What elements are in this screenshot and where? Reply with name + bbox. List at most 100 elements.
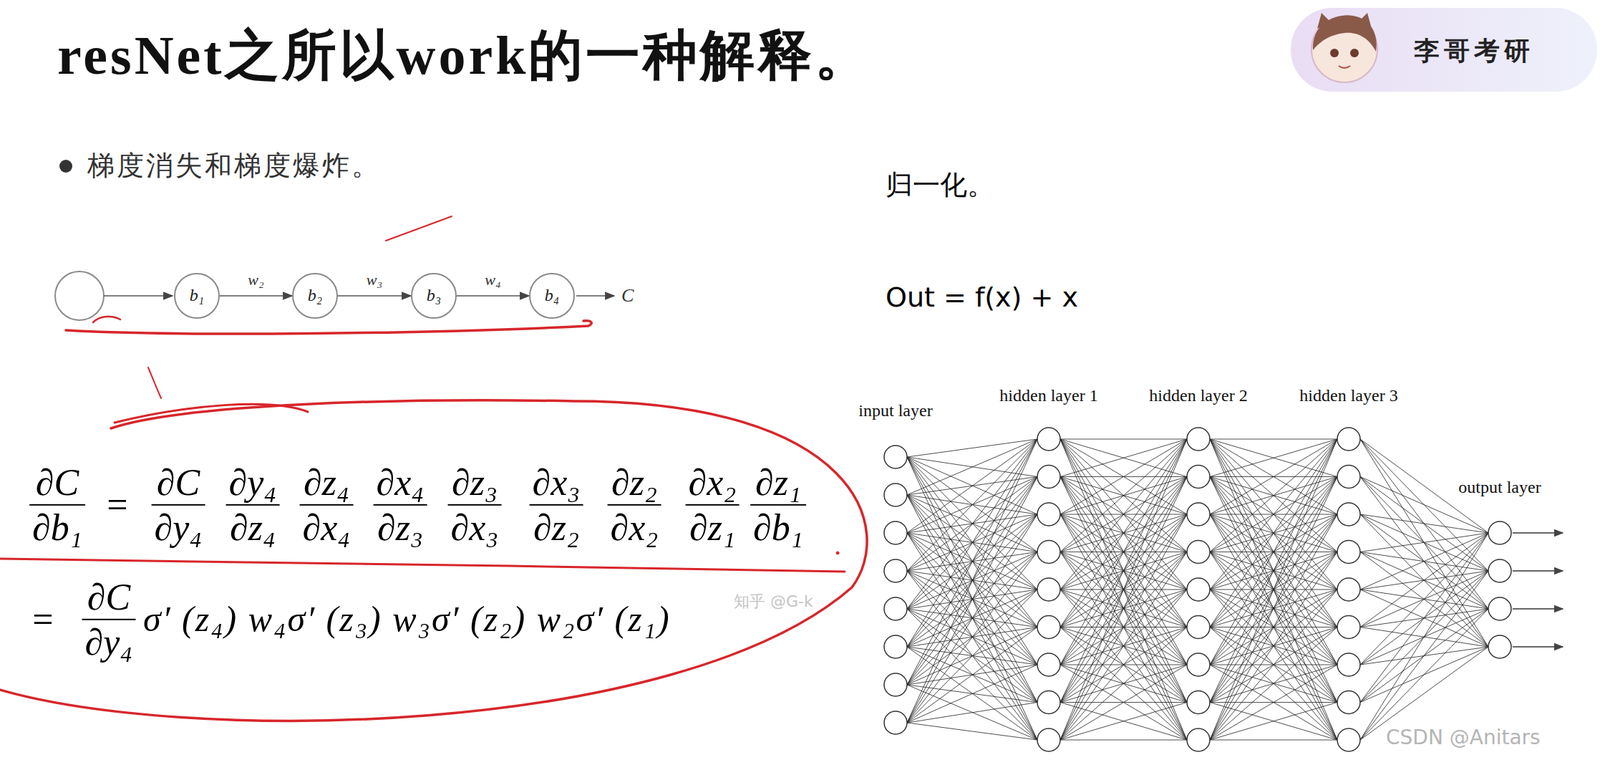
connection-line: [1060, 627, 1187, 741]
slide-title: resNet之所以work的一种解释。: [57, 24, 872, 87]
connection-line: [1060, 438, 1187, 515]
connection-line: [1360, 551, 1489, 648]
badge-pill: [1290, 7, 1598, 92]
connection-line: [1360, 570, 1489, 740]
connection-line: [907, 664, 1038, 723]
connection-line: [1209, 551, 1338, 741]
fraction: ∂C∂y₄: [151, 461, 206, 548]
neuron: [884, 672, 908, 696]
neuron: [1488, 521, 1512, 545]
fraction: ∂z₁∂b₁: [750, 461, 807, 548]
connection-line: [1060, 438, 1187, 440]
connection-line: [1360, 532, 1489, 590]
denominator: ∂z₃: [374, 506, 426, 548]
fraction-bar: [226, 503, 280, 506]
neuron: [884, 445, 908, 469]
watermark: 知乎 @G-k: [733, 592, 814, 610]
badge-text: 李哥考研: [1413, 35, 1535, 66]
bias-node: b₂: [292, 272, 338, 319]
connection-line: [1209, 438, 1338, 440]
connection-line: [1360, 514, 1489, 571]
neuron: [1186, 577, 1210, 601]
neuron: [1037, 577, 1061, 601]
layer-label: hidden layer 3: [1299, 385, 1398, 406]
neuron: [1337, 690, 1361, 714]
connection-line: [907, 438, 1038, 609]
denominator: ∂x₃: [448, 506, 502, 548]
connection-line: [907, 438, 1038, 647]
numerator: ∂C: [32, 461, 82, 503]
numerator: ∂y₄: [226, 461, 280, 503]
connection-line: [1209, 438, 1338, 590]
fraction-bar: [299, 503, 354, 506]
neuron: [1037, 652, 1061, 676]
connection-line: [1360, 438, 1489, 571]
weight-label: w₃: [366, 270, 383, 289]
connection-line: [1209, 514, 1338, 740]
denominator: ∂b₁: [29, 506, 86, 548]
connection-line: [907, 456, 1038, 628]
fraction-bar: [529, 503, 584, 506]
connection-line: [907, 608, 1038, 740]
neuron: [884, 521, 908, 545]
connection-line: [1060, 438, 1187, 552]
neuron: [1337, 465, 1361, 489]
connection-line: [1209, 627, 1338, 741]
connection-line: [1209, 438, 1338, 515]
neuron: [1037, 502, 1061, 526]
neuron: [1037, 540, 1061, 564]
connection-line: [1209, 514, 1338, 740]
connection-line: [907, 646, 1038, 740]
bias-node: b₁: [173, 272, 220, 319]
fraction-bar: [448, 503, 502, 506]
numerator: ∂x₃: [529, 461, 584, 503]
connection-line: [1060, 702, 1187, 741]
connection-line: [907, 570, 1038, 703]
connection-line: [1209, 476, 1338, 741]
connection-line: [1060, 438, 1187, 628]
numerator: ∂z₃: [448, 461, 501, 503]
output-arrow: [576, 294, 615, 297]
connection-line: [907, 438, 1038, 495]
bullet-text: 梯度消失和梯度爆炸。: [87, 150, 381, 182]
fraction: ∂x₃∂z₂: [529, 461, 584, 548]
connection-line: [1360, 532, 1489, 628]
connection-line: [1060, 438, 1187, 590]
connection-line: [1360, 514, 1489, 533]
neuron: [1337, 577, 1361, 601]
tick-stroke: [148, 367, 162, 399]
bias-node: b₄: [529, 272, 575, 319]
denominator: ∂y₄: [151, 506, 206, 548]
neuron: [1186, 615, 1210, 639]
connection-line: [1209, 589, 1338, 740]
red-annotations: [0, 216, 867, 721]
connection-line: [907, 438, 1038, 533]
denominator: ∂x₄: [299, 506, 354, 548]
connection-line: [1209, 589, 1338, 740]
connection-line: [1209, 664, 1338, 740]
neuron: [1337, 427, 1361, 451]
connection-line: [907, 551, 1038, 724]
connection-line: [1060, 702, 1187, 741]
connection-line: [1060, 438, 1187, 665]
connection-line: [907, 438, 1038, 723]
input-circle: [55, 271, 104, 320]
neuron: [1337, 728, 1361, 751]
fraction: ∂C∂y₄: [82, 576, 137, 663]
numerator: ∂z₂: [608, 461, 661, 503]
connection-line: [907, 702, 1038, 724]
neuron: [884, 634, 908, 658]
numerator: ∂z₄: [300, 461, 353, 503]
fraction-bar: [685, 503, 740, 506]
neuron: [1337, 502, 1361, 526]
connection-line: [1209, 438, 1338, 740]
layer-label: output layer: [1458, 477, 1541, 498]
output-arrow: [1512, 531, 1563, 534]
neuron: [1037, 465, 1061, 489]
neuron: [884, 710, 908, 734]
connection-line: [1060, 438, 1187, 703]
numerator: ∂z₁: [752, 461, 804, 503]
denominator: ∂z₁: [686, 506, 739, 548]
connection-line: [1060, 476, 1187, 741]
fraction-bar: [29, 503, 86, 506]
